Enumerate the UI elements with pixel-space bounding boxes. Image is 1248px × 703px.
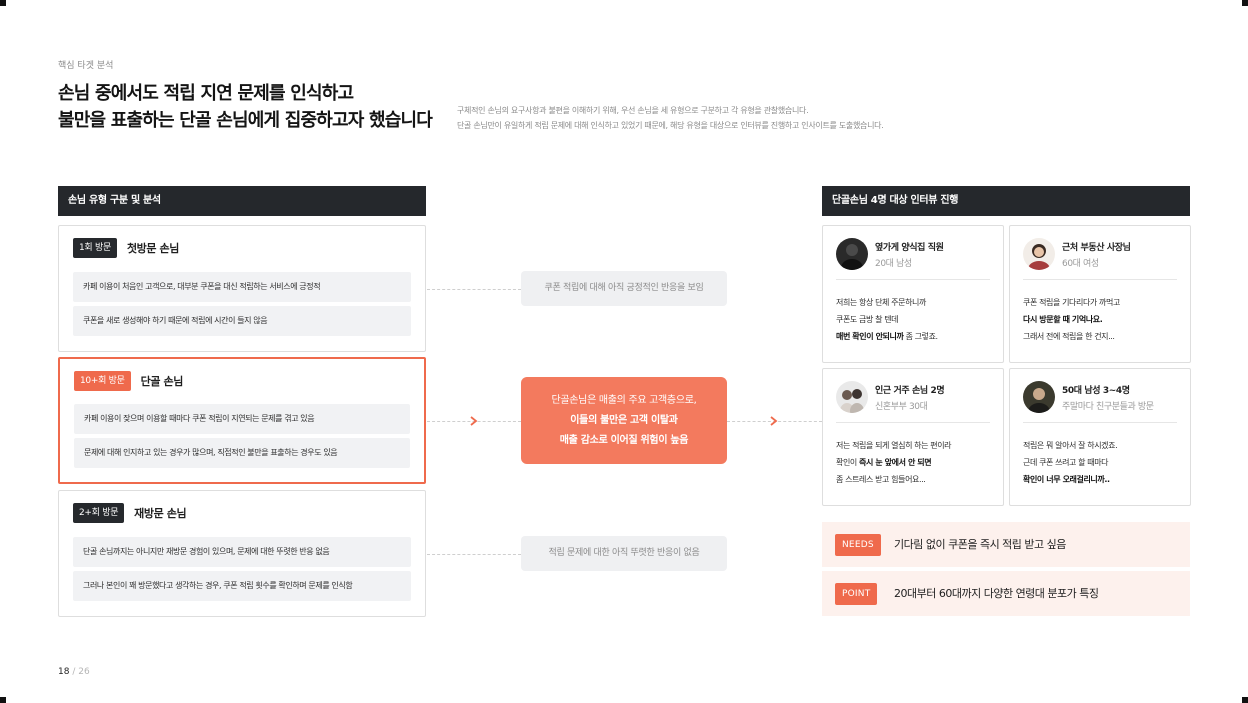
quote-line: 근데 쿠폰 쓰려고 할 때마다 (1023, 458, 1109, 467)
insight-line: 단골손님은 매출의 주요 고객층으로, (551, 395, 697, 406)
quote-emphasis: 매번 확인이 안되니까 (836, 332, 904, 341)
quote-emphasis: 즉시 눈 앞에서 안 되면 (859, 458, 932, 467)
customer-type-card-returning: 2+회 방문 재방문 손님 단골 손님까지는 아니지만 재방문 경험이 있으며,… (58, 490, 426, 617)
point-text: 20대부터 60대까지 다양한 연령대 분포가 특징 (894, 587, 1099, 600)
quote-line: 저는 적립을 되게 열심히 하는 편이라 (836, 441, 952, 450)
interviewee-name: 50대 남성 3~4명 (1062, 386, 1130, 396)
divider (1023, 279, 1177, 280)
type-description-line: 카페 이용이 잦으며 이용할 때마다 쿠폰 적립이 지연되는 문제를 겪고 있음 (74, 404, 410, 434)
divider (1023, 422, 1177, 423)
visit-badge: 1회 방문 (73, 238, 117, 258)
quote-line: 좀 스트레스 받고 힘들어요... (836, 475, 926, 484)
reaction-pill-top: 쿠폰 적립에 대해 아직 긍정적인 반응을 보임 (521, 271, 727, 306)
headline-line: 불만을 표출하는 단골 손님에게 집중하고자 했습니다 (58, 110, 433, 131)
page-number: 18 / 26 (58, 667, 90, 677)
avatar (836, 238, 868, 270)
quote-emphasis: 다시 방문할 때 기억나요. (1023, 315, 1103, 324)
page-description: 구체적인 손님의 요구사항과 불편을 이해하기 위해, 우선 손님을 세 유형으… (457, 103, 884, 133)
key-insight-box: 단골손님은 매출의 주요 고객층으로, 이들의 불만은 고객 이탈과 매출 감소… (521, 377, 727, 464)
divider (836, 422, 990, 423)
interviewee-name: 근처 부동산 사장님 (1062, 243, 1131, 253)
corner-mark (1242, 697, 1248, 703)
corner-mark (1242, 0, 1248, 6)
interviewee-info: 20대 남성 (875, 259, 912, 269)
point-tag: POINT (835, 583, 878, 605)
visit-badge: 10+회 방문 (74, 371, 131, 391)
interviewee-info: 60대 여성 (1062, 259, 1099, 269)
type-header: 1회 방문 첫방문 손님 (73, 238, 179, 258)
interviewee-name: 옆가게 양식집 직원 (875, 243, 944, 253)
section-eyebrow: 핵심 타겟 분석 (58, 61, 114, 71)
quote-line: 그래서 전에 적립을 한 건지... (1023, 332, 1115, 341)
interview-card: 50대 남성 3~4명 주말마다 친구분들과 방문 적립은 뭐 알아서 잘 하시… (1009, 368, 1191, 506)
type-description-line: 쿠폰을 새로 생성해야 하기 때문에 적립에 시간이 들지 않음 (73, 306, 411, 336)
type-description-line: 그러나 본인이 꽤 방문했다고 생각하는 경우, 쿠폰 적립 횟수를 확인하며 … (73, 571, 411, 601)
needs-text: 기다림 없이 쿠폰을 즉시 적립 받고 싶음 (894, 538, 1066, 551)
description-line: 단골 손님만이 유일하게 적립 문제에 대해 인식하고 있었기 때문에, 해당 … (457, 121, 884, 130)
customer-type-card-regular: 10+회 방문 단골 손님 카페 이용이 잦으며 이용할 때마다 쿠폰 적립이 … (58, 357, 426, 484)
interview-card: 근처 부동산 사장님 60대 여성 쿠폰 적립을 기다리다가 까먹고 다시 방문… (1009, 225, 1191, 363)
customer-type-card-first: 1회 방문 첫방문 손님 카페 이용이 처음인 고객으로, 대부분 쿠폰을 대신… (58, 225, 426, 352)
insight-line: 이들의 불만은 고객 이탈과 (570, 415, 678, 426)
quote-text: 확인이 (836, 458, 860, 467)
type-description-line: 단골 손님까지는 아니지만 재방문 경험이 있으며, 문제에 대한 뚜렷한 반응… (73, 537, 411, 567)
connector-line (427, 554, 521, 555)
right-panel-title: 단골손님 4명 대상 인터뷰 진행 (822, 186, 1190, 216)
corner-mark (0, 697, 6, 703)
interview-quote: 저희는 항상 단체 주문하니까 쿠폰도 금방 찰 텐데 매번 확인이 안되니까 … (836, 294, 938, 345)
connector-line (427, 289, 521, 290)
type-header: 10+회 방문 단골 손님 (74, 371, 183, 391)
insight-line: 매출 감소로 이어질 위험이 높음 (559, 435, 689, 446)
interviewee-name: 인근 거주 손님 2명 (875, 386, 945, 396)
divider (836, 279, 990, 280)
quote-line: 저희는 항상 단체 주문하니까 (836, 298, 926, 307)
needs-tag: NEEDS (835, 534, 881, 556)
chevron-right-icon (770, 416, 778, 426)
current-page: 18 (58, 667, 70, 677)
interview-quote: 쿠폰 적립을 기다리다가 까먹고 다시 방문할 때 기억나요. 그래서 전에 적… (1023, 294, 1120, 345)
quote-line: 쿠폰도 금방 찰 텐데 (836, 315, 899, 324)
quote-emphasis: 확인이 너무 오래걸리니까.. (1023, 475, 1110, 484)
visit-badge: 2+회 방문 (73, 503, 125, 523)
type-title: 첫방문 손님 (126, 242, 179, 255)
avatar (1023, 381, 1055, 413)
quote-text: 좀 그렇죠. (903, 332, 939, 341)
interview-quote: 저는 적립을 되게 열심히 하는 편이라 확인이 즉시 눈 앞에서 안 되면 좀… (836, 437, 952, 488)
type-title: 단골 손님 (140, 375, 184, 388)
interviewee-info: 주말마다 친구분들과 방문 (1062, 402, 1154, 412)
reaction-pill-bottom: 적립 문제에 대한 아직 뚜렷한 반응이 없음 (521, 536, 727, 571)
quote-line: 확인이 즉시 눈 앞에서 안 되면 (836, 454, 951, 471)
page-headline: 손님 중에서도 적립 지연 문제를 인식하고 불만을 표출하는 단골 손님에게 … (58, 80, 433, 134)
type-description-line: 문제에 대해 인지하고 있는 경우가 많으며, 직접적인 불만을 표출하는 경우… (74, 438, 410, 468)
quote-line: 매번 확인이 안되니까 좀 그렇죠. (836, 328, 938, 345)
avatar (836, 381, 868, 413)
type-header: 2+회 방문 재방문 손님 (73, 503, 187, 523)
interview-card: 옆가게 양식집 직원 20대 남성 저희는 항상 단체 주문하니까 쿠폰도 금방… (822, 225, 1004, 363)
description-line: 구체적인 손님의 요구사항과 불편을 이해하기 위해, 우선 손님을 세 유형으… (457, 106, 809, 115)
left-panel-title: 손님 유형 구분 및 분석 (58, 186, 426, 216)
interview-quote: 적립은 뭐 알아서 잘 하시겠죠. 근데 쿠폰 쓰려고 할 때마다 확인이 너무… (1023, 437, 1118, 488)
total-pages: / 26 (72, 667, 90, 677)
headline-line: 손님 중에서도 적립 지연 문제를 인식하고 (58, 83, 354, 104)
interviewee-info: 신혼부부 30대 (875, 402, 928, 412)
quote-line: 적립은 뭐 알아서 잘 하시겠죠. (1023, 441, 1118, 450)
avatar (1023, 238, 1055, 270)
chevron-right-icon (470, 416, 478, 426)
quote-line: 쿠폰 적립을 기다리다가 까먹고 (1023, 298, 1120, 307)
needs-box: NEEDS 기다림 없이 쿠폰을 즉시 적립 받고 싶음 (822, 522, 1190, 567)
point-box: POINT 20대부터 60대까지 다양한 연령대 분포가 특징 (822, 571, 1190, 616)
interview-card: 인근 거주 손님 2명 신혼부부 30대 저는 적립을 되게 열심히 하는 편이… (822, 368, 1004, 506)
type-description-line: 카페 이용이 처음인 고객으로, 대부분 쿠폰을 대신 적립하는 서비스에 긍정… (73, 272, 411, 302)
corner-mark (0, 0, 6, 6)
type-title: 재방문 손님 (134, 507, 187, 520)
